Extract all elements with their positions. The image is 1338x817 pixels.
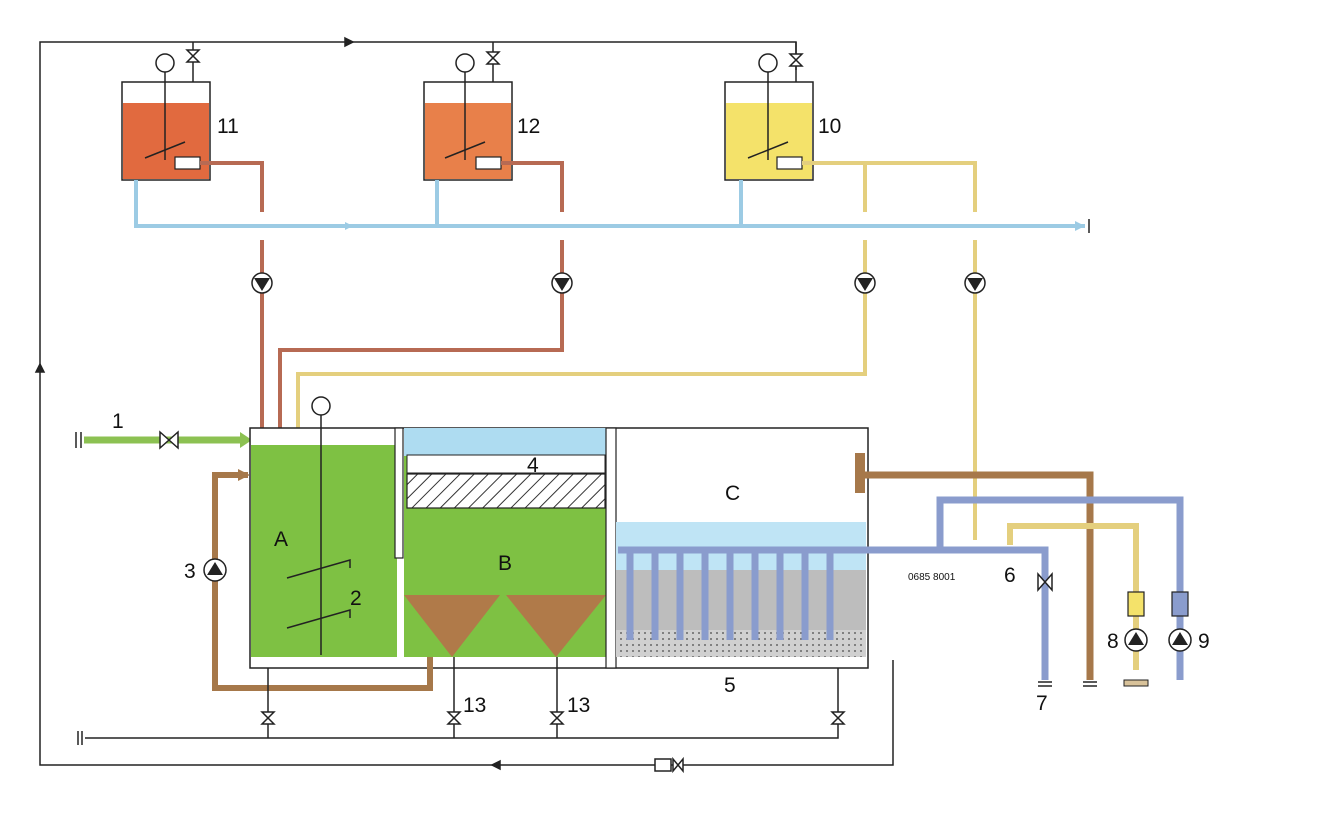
- wash-lines: [910, 496, 1184, 680]
- baffle-wall: [394, 427, 404, 559]
- recycle-loop: [212, 469, 433, 691]
- label-bottom: 5: [724, 674, 736, 697]
- pump-9: 9: [1168, 591, 1210, 653]
- label-zone-c: C: [725, 482, 740, 505]
- label-inlet: 1: [112, 410, 124, 433]
- label-sludge-left: 13: [463, 694, 486, 717]
- label-lamella: 4: [527, 454, 539, 477]
- clean-water-outlet: 6 7 0685 8001: [908, 564, 1053, 715]
- label-zone-b: B: [498, 552, 512, 575]
- reagent-tank-11: 11: [121, 53, 239, 181]
- label-tank-11: 11: [217, 115, 239, 138]
- label-stirrer: 2: [350, 587, 362, 610]
- zone-a-reaction: A 2: [251, 396, 397, 657]
- drawing-code: 0685 8001: [908, 572, 956, 583]
- raw-water-inlet: 1: [75, 410, 252, 450]
- label-outlet-line: 6: [1004, 564, 1016, 587]
- filter-laterals: [618, 546, 910, 640]
- dosing-line-11: [200, 161, 264, 440]
- label-pump-8: 8: [1107, 630, 1119, 653]
- label-sludge-right: 13: [567, 694, 590, 717]
- backwash-line: [855, 453, 1097, 687]
- label-tank-10: 10: [818, 115, 841, 138]
- tank-drain-header: [134, 180, 1090, 233]
- pump-8: 8: [1107, 591, 1149, 687]
- top-supply-branches: [185, 42, 804, 82]
- zone-b-settler: 4 B: [404, 428, 614, 657]
- label-outlet: 7: [1036, 692, 1048, 715]
- settler-wall: [605, 427, 617, 669]
- label-tank-12: 12: [517, 115, 540, 138]
- dosing-pumps: [251, 272, 986, 294]
- label-pump-9: 9: [1198, 630, 1210, 653]
- dosing-line-12: [278, 161, 564, 440]
- reagent-tank-12: 12: [423, 53, 540, 181]
- reagent-tank-10: 10: [724, 53, 841, 181]
- label-zone-a: A: [274, 528, 288, 551]
- label-recycle-pump: 3: [184, 560, 196, 583]
- bottom-drain: 13 13 5: [77, 657, 846, 745]
- recycle-pump: 3: [184, 558, 227, 583]
